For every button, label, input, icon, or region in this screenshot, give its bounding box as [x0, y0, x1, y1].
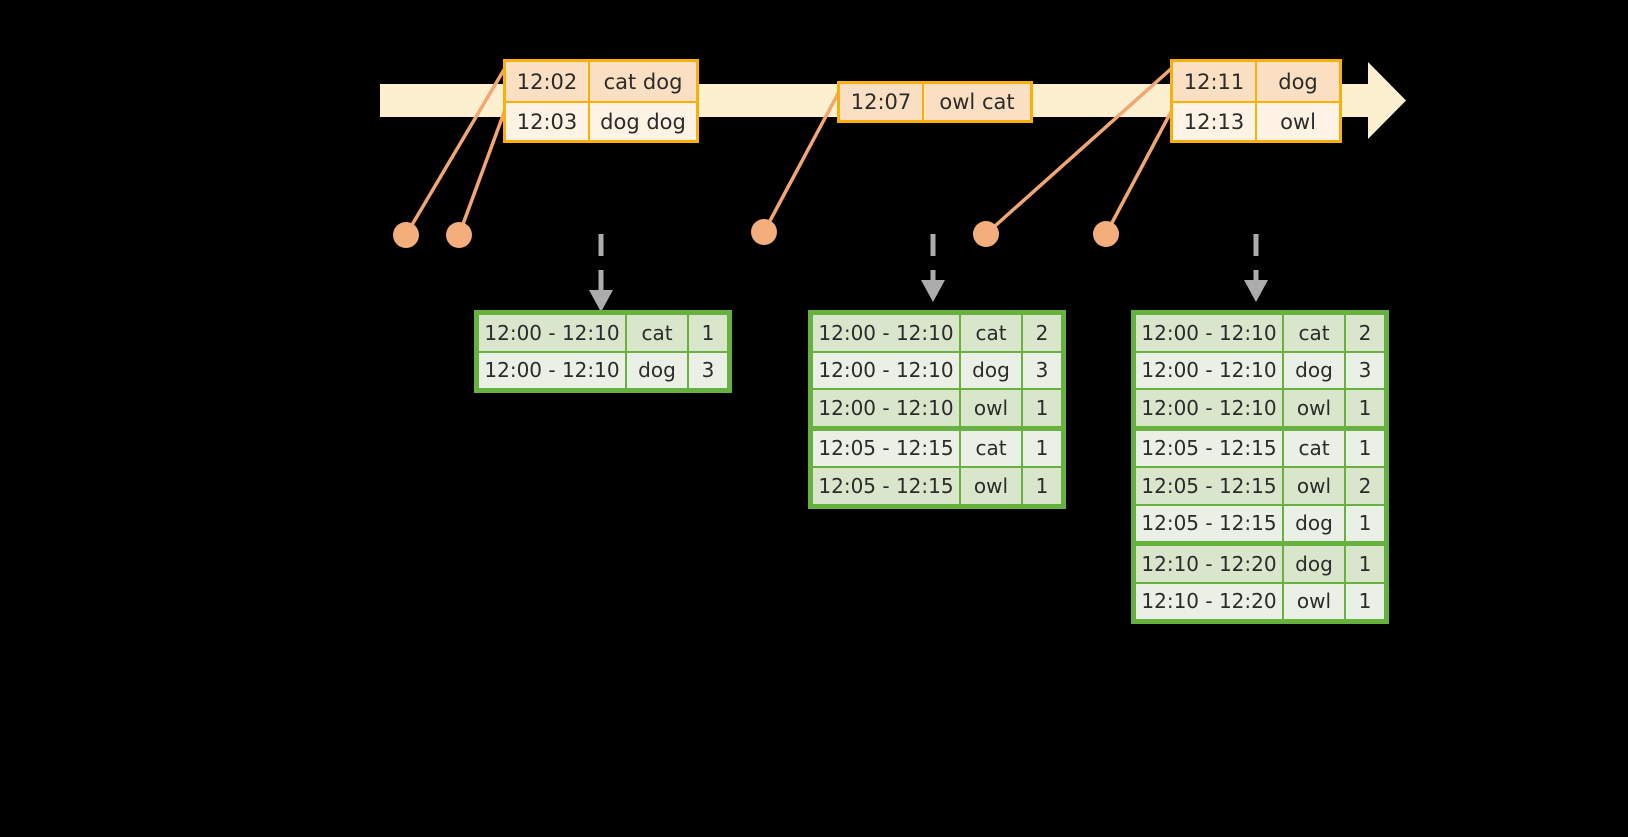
- cell-count: 1: [1346, 546, 1384, 582]
- cell-window: 12:05 - 12:15: [1136, 430, 1282, 466]
- cell-count: 1: [1346, 430, 1384, 466]
- window-group-separator: [1135, 542, 1385, 545]
- cell-count: 2: [1023, 315, 1061, 351]
- event-row[interactable]: 12:03 dog dog: [506, 101, 696, 140]
- cell-count: 3: [1346, 352, 1384, 388]
- cell-word: cat: [961, 315, 1021, 351]
- cell-word: cat: [961, 430, 1021, 466]
- window-group-separator: [1135, 426, 1385, 430]
- emit-arrows: [589, 234, 1268, 312]
- cell-count: 1: [1346, 505, 1384, 541]
- connector-line-1: [404, 66, 507, 237]
- cell-word: cat: [627, 315, 687, 351]
- cell-window: 12:10 - 12:20: [1136, 583, 1282, 619]
- cell-count: 1: [1023, 390, 1061, 426]
- event-box-group-1[interactable]: 12:02 cat dog 12:03 dog dog: [503, 59, 699, 143]
- cell-window: 12:05 - 12:15: [813, 430, 959, 466]
- cell-window: 12:05 - 12:15: [1136, 505, 1282, 541]
- cell-window: 12:00 - 12:10: [1136, 315, 1282, 351]
- cell-window: 12:00 - 12:10: [1136, 352, 1282, 388]
- emit-arrow-3: [1244, 234, 1268, 302]
- event-dots: [393, 219, 1119, 248]
- cell-window: 12:05 - 12:15: [813, 468, 959, 504]
- event-box-group-2[interactable]: 12:07 owl cat: [837, 81, 1033, 123]
- event-box-group-3[interactable]: 12:11 dog 12:13 owl: [1170, 59, 1342, 143]
- event-dot-1: [393, 222, 419, 248]
- cell-count: 1: [1023, 468, 1061, 504]
- event-dot-4: [973, 221, 999, 247]
- event-dot-2: [446, 222, 472, 248]
- cell-count: 1: [689, 315, 727, 351]
- cell-window: 12:10 - 12:20: [1136, 546, 1282, 582]
- event-time: 12:11: [1173, 62, 1257, 101]
- window-group-separator: [812, 426, 1062, 430]
- cell-count: 2: [1346, 468, 1384, 504]
- connector-line-2: [457, 108, 507, 237]
- event-words: owl: [1257, 103, 1339, 140]
- cell-word: cat: [1284, 430, 1344, 466]
- cell-word: owl: [1284, 468, 1344, 504]
- event-row[interactable]: 12:11 dog: [1173, 62, 1339, 101]
- cell-count: 1: [1346, 583, 1384, 619]
- event-row[interactable]: 12:13 owl: [1173, 101, 1339, 140]
- connector-line-3: [762, 88, 842, 234]
- cell-window: 12:00 - 12:10: [813, 315, 959, 351]
- cell-count: 3: [689, 352, 727, 388]
- event-words: dog dog: [590, 103, 696, 140]
- connector-line-5: [1104, 108, 1174, 236]
- cell-word: cat: [1284, 315, 1344, 351]
- event-time: 12:02: [506, 62, 590, 101]
- cell-word: dog: [1284, 352, 1344, 388]
- cell-word: owl: [1284, 583, 1344, 619]
- cell-word: owl: [961, 468, 1021, 504]
- cell-window: 12:00 - 12:10: [479, 315, 625, 351]
- cell-word: dog: [1284, 505, 1344, 541]
- cell-count: 3: [1023, 352, 1061, 388]
- event-dot-5: [1093, 221, 1119, 247]
- cell-count: 1: [1346, 390, 1384, 426]
- cell-window: 12:00 - 12:10: [1136, 390, 1282, 426]
- cell-word: dog: [961, 352, 1021, 388]
- cell-word: dog: [627, 352, 687, 388]
- cell-window: 12:05 - 12:15: [1136, 468, 1282, 504]
- emit-arrow-2: [921, 234, 945, 302]
- cell-count: 1: [1023, 430, 1061, 466]
- emit-arrow-1: [589, 234, 613, 312]
- event-row[interactable]: 12:07 owl cat: [840, 84, 1030, 120]
- cell-word: dog: [1284, 546, 1344, 582]
- event-row[interactable]: 12:02 cat dog: [506, 62, 696, 101]
- event-words: dog: [1257, 62, 1339, 101]
- cell-count: 2: [1346, 315, 1384, 351]
- event-time: 12:13: [1173, 103, 1257, 140]
- event-words: owl cat: [924, 84, 1030, 120]
- cell-window: 12:00 - 12:10: [813, 352, 959, 388]
- event-words: cat dog: [590, 62, 696, 101]
- event-dot-3: [751, 219, 777, 245]
- event-time: 12:03: [506, 103, 590, 140]
- cell-word: owl: [1284, 390, 1344, 426]
- event-time: 12:07: [840, 84, 924, 120]
- cell-window: 12:00 - 12:10: [479, 352, 625, 388]
- cell-window: 12:00 - 12:10: [813, 390, 959, 426]
- cell-word: owl: [961, 390, 1021, 426]
